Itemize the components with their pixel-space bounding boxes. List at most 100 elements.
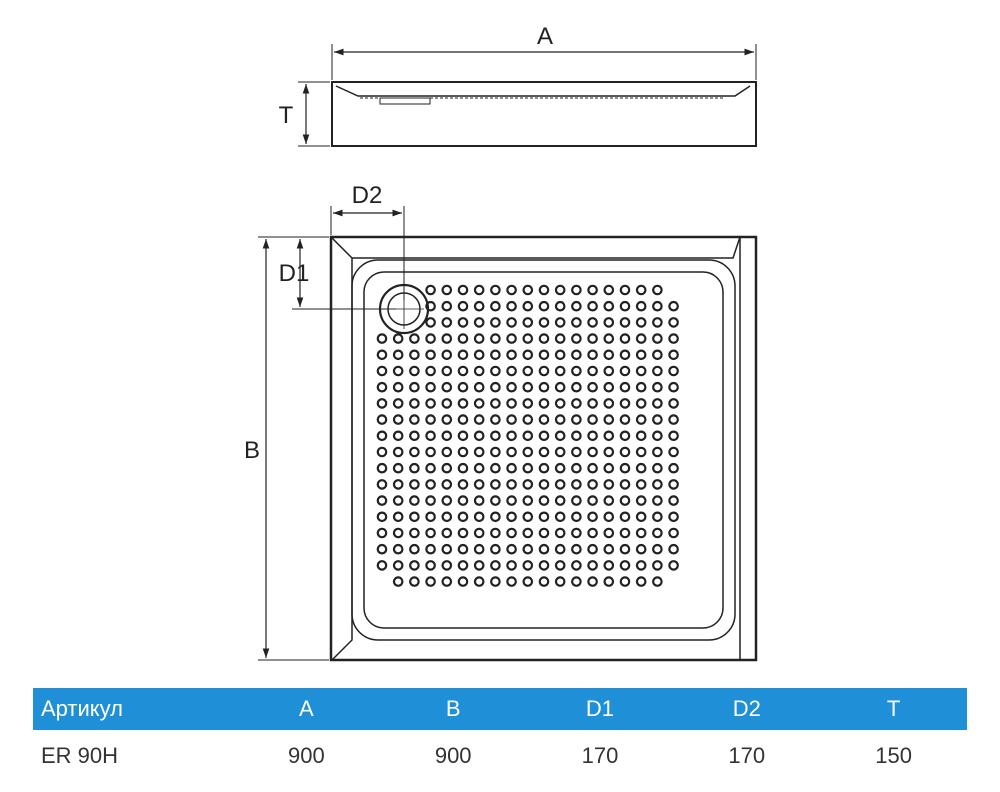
anti-slip-dot xyxy=(603,398,615,409)
anti-slip-dot xyxy=(473,365,485,377)
anti-slip-dot xyxy=(603,365,615,377)
anti-slip-dot xyxy=(376,430,388,442)
anti-slip-dot xyxy=(619,398,631,409)
anti-slip-dot xyxy=(473,560,485,571)
anti-slip-dot xyxy=(603,446,615,458)
anti-slip-dot xyxy=(506,446,517,458)
anti-slip-dot xyxy=(392,349,404,361)
anti-slip-dot xyxy=(473,398,485,409)
anti-slip-dot xyxy=(603,300,615,312)
anti-slip-dot xyxy=(441,333,453,344)
anti-slip-dot xyxy=(392,479,404,490)
anti-slip-dot xyxy=(376,333,388,344)
anti-slip-dot xyxy=(554,543,566,555)
anti-slip-dot xyxy=(635,430,647,442)
anti-slip-dot xyxy=(522,333,534,344)
anti-slip-dot xyxy=(473,495,485,506)
plan-left-ledge xyxy=(331,237,353,661)
anti-slip-dot xyxy=(635,527,647,539)
anti-slip-dot xyxy=(522,284,534,296)
anti-slip-dot xyxy=(587,300,598,312)
anti-slip-dot xyxy=(506,430,517,442)
anti-slip-dot xyxy=(554,446,566,458)
anti-slip-dot xyxy=(571,543,582,555)
anti-slip-dot xyxy=(457,462,469,474)
anti-slip-dot xyxy=(457,576,469,587)
anti-slip-dot xyxy=(603,333,615,344)
header-article: Артикул xyxy=(33,688,233,730)
table-row: ER 90H 900 900 170 170 150 xyxy=(33,730,967,782)
anti-slip-dot xyxy=(409,576,420,587)
anti-slip-dot xyxy=(441,381,453,393)
cell-a: 900 xyxy=(288,743,325,768)
side-view-basin-profile xyxy=(335,85,751,97)
anti-slip-dot xyxy=(635,479,647,490)
anti-slip-dot xyxy=(652,414,663,425)
anti-slip-dot xyxy=(603,430,615,442)
anti-slip-dot xyxy=(652,527,663,539)
anti-slip-dot xyxy=(668,479,679,490)
anti-slip-dot xyxy=(376,479,388,490)
side-view xyxy=(298,44,757,147)
anti-slip-dot xyxy=(441,300,453,312)
anti-slip-dot xyxy=(522,479,534,490)
anti-slip-dot xyxy=(506,381,517,393)
anti-slip-dot xyxy=(571,284,582,296)
anti-slip-dot xyxy=(619,543,631,555)
anti-slip-dot xyxy=(473,349,485,361)
anti-slip-dot xyxy=(392,398,404,409)
anti-slip-dot xyxy=(538,333,550,344)
anti-slip-dot xyxy=(490,398,501,409)
anti-slip-dot xyxy=(652,365,663,377)
anti-slip-dot xyxy=(554,414,566,425)
anti-slip-dot xyxy=(392,430,404,442)
cell-d2: 170 xyxy=(728,743,766,768)
cell-d1: 170 xyxy=(581,743,619,768)
anti-slip-dot xyxy=(457,284,469,296)
anti-slip-dot xyxy=(652,333,663,344)
anti-slip-dot xyxy=(619,333,631,344)
anti-slip-dot xyxy=(522,300,534,312)
anti-slip-dot xyxy=(668,560,679,571)
anti-slip-dot xyxy=(668,365,679,377)
header-d2: D2 xyxy=(673,688,821,730)
anti-slip-dot xyxy=(490,560,501,571)
anti-slip-dot xyxy=(457,365,469,377)
anti-slip-dot xyxy=(652,381,663,393)
anti-slip-dot xyxy=(538,527,550,539)
anti-slip-dot xyxy=(473,511,485,523)
anti-slip-dot xyxy=(490,365,501,377)
anti-slip-dot xyxy=(506,479,517,490)
anti-slip-dot xyxy=(635,446,647,458)
dim-b-label: B xyxy=(244,437,260,464)
anti-slip-dot xyxy=(522,576,534,587)
anti-slip-dot xyxy=(473,300,485,312)
anti-slip-dot xyxy=(376,398,388,409)
anti-slip-dot xyxy=(668,414,679,425)
anti-slip-dot xyxy=(506,284,517,296)
anti-slip-dot xyxy=(635,560,647,571)
anti-slip-dot xyxy=(473,333,485,344)
anti-slip-dot xyxy=(522,495,534,506)
anti-slip-dot xyxy=(652,349,663,361)
anti-slip-dot xyxy=(409,333,420,344)
anti-slip-dot xyxy=(506,527,517,539)
anti-slip-dot xyxy=(635,349,647,361)
anti-slip-dot xyxy=(619,446,631,458)
anti-slip-dot xyxy=(522,414,534,425)
dim-d2-label: D2 xyxy=(352,182,383,209)
anti-slip-dot xyxy=(425,381,436,393)
anti-slip-dot xyxy=(538,430,550,442)
anti-slip-dot xyxy=(571,333,582,344)
anti-slip-dot xyxy=(457,349,469,361)
anti-slip-dot xyxy=(587,430,598,442)
anti-slip-dot xyxy=(457,398,469,409)
anti-slip-dot xyxy=(554,511,566,523)
anti-slip-dot xyxy=(457,543,469,555)
anti-slip-dot xyxy=(457,300,469,312)
anti-slip-dot xyxy=(490,527,501,539)
anti-slip-dot xyxy=(587,414,598,425)
anti-slip-dot xyxy=(538,381,550,393)
anti-slip-dot xyxy=(506,511,517,523)
anti-slip-dot xyxy=(587,543,598,555)
